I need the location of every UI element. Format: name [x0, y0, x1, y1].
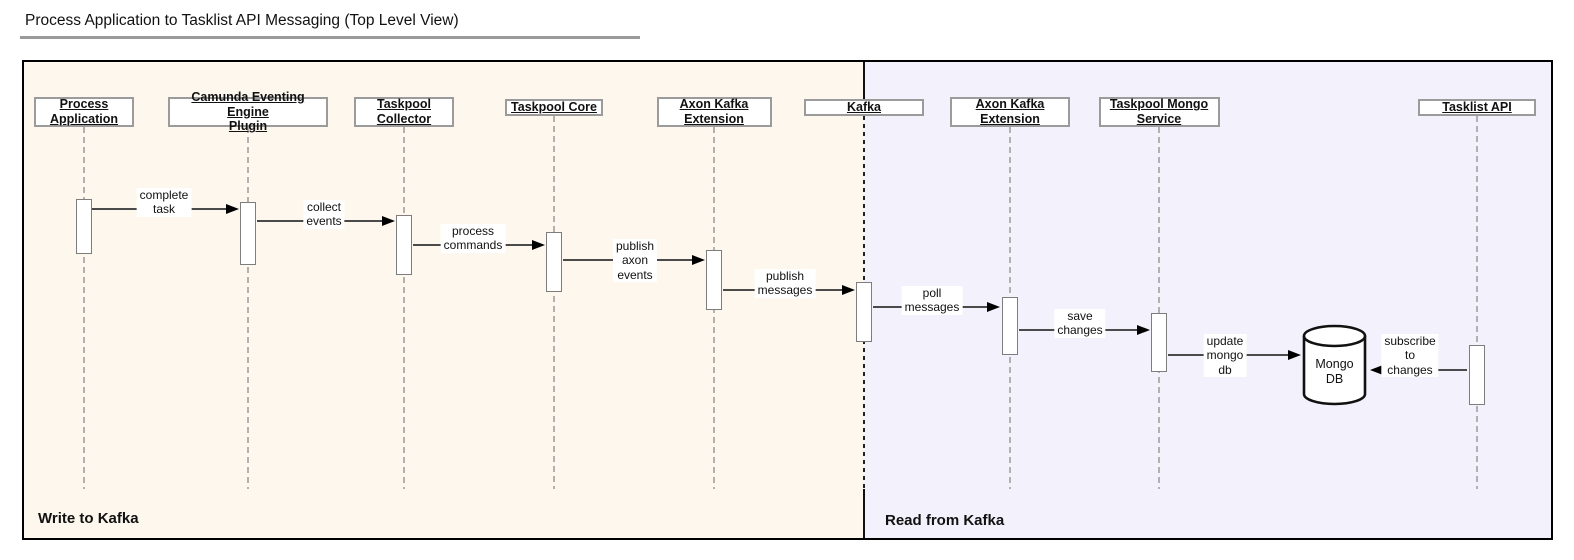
participant-label: Taskpool Core	[511, 100, 597, 115]
region-background-0	[24, 62, 863, 538]
sequence-diagram-frame: complete task collect events process comma…	[22, 60, 1553, 540]
read-from-kafka-label: Read from Kafka	[885, 512, 1005, 529]
participant-label: Kafka	[846, 100, 882, 115]
message-arrowhead	[532, 239, 545, 250]
lifeline	[403, 127, 405, 489]
mongo-db-label: Mongo DB	[1315, 357, 1354, 386]
activation-bar	[76, 199, 92, 254]
message-arrowhead	[692, 254, 705, 265]
message-label: complete task	[136, 188, 192, 217]
message-label: update mongo db	[1203, 334, 1247, 378]
page-title: Process Application to Tasklist API Mess…	[25, 12, 459, 29]
participant-label: Process Application	[49, 97, 119, 126]
message-arrowhead	[842, 284, 855, 295]
participant-label: Tasklist API	[1442, 100, 1512, 115]
participant-box: Process Application	[34, 97, 134, 127]
title-underline	[20, 36, 640, 39]
message-arrowhead	[1137, 324, 1150, 335]
participant-label: Camunda Eventing Engine Plugin	[191, 89, 305, 134]
message-label: process commands	[440, 224, 506, 253]
participant-box: Tasklist API	[1418, 99, 1536, 116]
participant-box: Taskpool Collector	[354, 97, 454, 127]
activation-bar	[706, 250, 722, 310]
activation-bar	[240, 202, 256, 265]
activation-bar	[1469, 345, 1485, 405]
participant-label: Taskpool Mongo Service	[1109, 97, 1209, 126]
message-label: publish messages	[754, 269, 816, 298]
message-arrowhead	[226, 203, 239, 214]
activation-bar	[1002, 297, 1018, 355]
message-arrowhead	[987, 301, 1000, 312]
message-label: poll messages	[901, 286, 963, 315]
boundary-segment	[863, 489, 865, 538]
message-label: save changes	[1054, 309, 1106, 338]
message-arrowhead	[1370, 364, 1383, 375]
boundary-segment	[863, 62, 865, 99]
lifeline	[1158, 127, 1160, 489]
lifeline	[1476, 116, 1478, 489]
participant-box: Taskpool Mongo Service	[1098, 97, 1220, 127]
lifeline	[553, 116, 555, 489]
region-background-1	[863, 62, 1551, 538]
participant-label: Taskpool Collector	[376, 97, 432, 126]
activation-bar	[546, 232, 562, 292]
participant-box: Kafka	[804, 99, 924, 116]
participant-box: Taskpool Core	[505, 99, 603, 116]
lifeline	[83, 127, 85, 489]
message-arrowhead	[382, 215, 395, 226]
participant-box: Axon Kafka Extension	[656, 97, 772, 127]
activation-bar	[856, 282, 872, 342]
mongo-db-cylinder	[1302, 324, 1367, 411]
activation-bar	[396, 215, 412, 275]
message-label: subscribe to changes	[1381, 334, 1439, 378]
participant-box: Axon Kafka Extension	[950, 97, 1070, 127]
participant-label: Axon Kafka Extension	[975, 97, 1045, 126]
message-label: publish axon events	[612, 239, 658, 283]
message-label: collect events	[303, 200, 345, 229]
lifeline	[247, 127, 249, 489]
participant-label: Axon Kafka Extension	[679, 97, 749, 126]
participant-box: Camunda Eventing Engine Plugin	[168, 90, 328, 133]
message-arrowhead	[1288, 349, 1301, 360]
activation-bar	[1151, 313, 1167, 372]
write-to-kafka-label: Write to Kafka	[38, 510, 139, 527]
